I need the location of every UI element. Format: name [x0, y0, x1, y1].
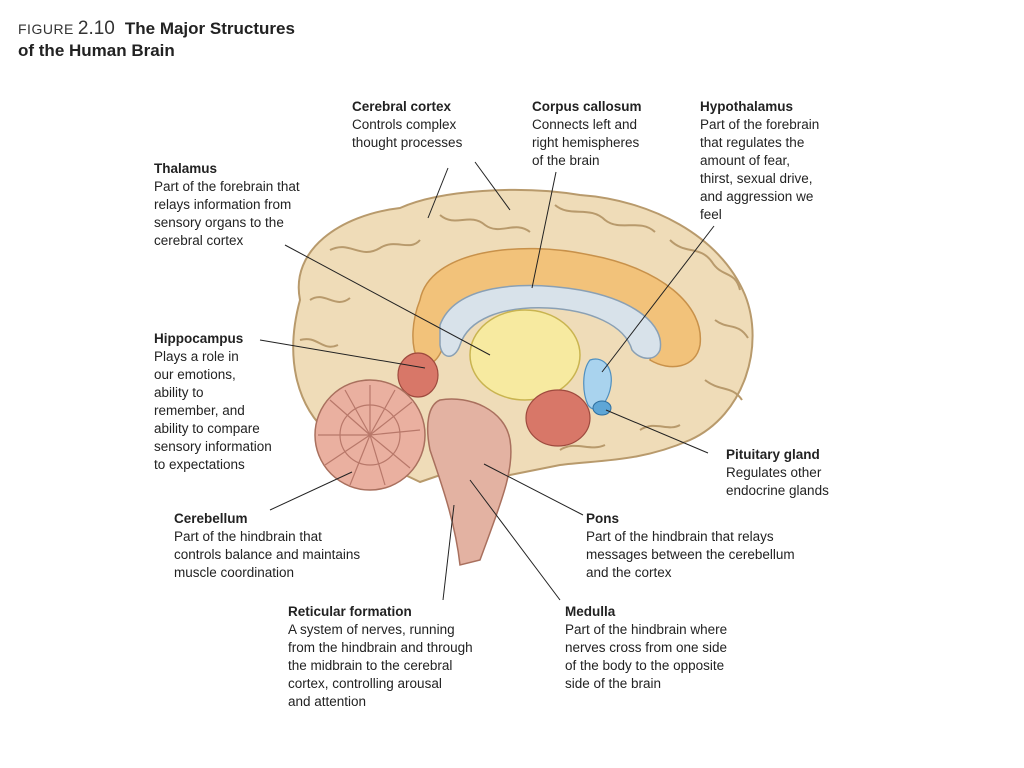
label-title: Pons [586, 511, 620, 526]
cortex-folds [299, 204, 749, 451]
figure-label: FIGURE [18, 21, 74, 37]
label-title: Cerebral cortex [352, 99, 452, 114]
label-cerebral-cortex: Cerebral cortex Controls complex thought… [352, 98, 462, 152]
label-title: Hippocampus [154, 331, 244, 346]
label-cerebellum: Cerebellum Part of the hindbrain that co… [174, 510, 360, 582]
label-desc: A system of nerves, running from the hin… [288, 622, 473, 709]
leader-lines [259, 161, 715, 601]
label-desc: Connects left and right hemispheres of t… [532, 117, 640, 168]
label-pons: Pons Part of the hindbrain that relays m… [586, 510, 795, 582]
label-title: Thalamus [154, 161, 218, 176]
label-pituitary-gland: Pituitary gland Regulates other endocrin… [726, 446, 829, 500]
label-desc: Controls complex thought processes [352, 117, 463, 150]
label-title: Reticular formation [288, 604, 412, 619]
label-desc: Part of the hindbrain where nerves cross… [565, 622, 728, 691]
label-desc: Regulates other endocrine glands [726, 465, 829, 498]
brainstem-shape [427, 398, 512, 566]
label-corpus-callosum: Corpus callosum Connects left and right … [532, 98, 642, 170]
label-reticular-formation: Reticular formation A system of nerves, … [288, 603, 473, 711]
amygdala-shape [525, 389, 591, 447]
thalamus-shape [469, 309, 581, 401]
figure-number: 2.10 [77, 18, 115, 39]
label-title: Pituitary gland [726, 447, 820, 462]
label-medulla: Medulla Part of the hindbrain where nerv… [565, 603, 727, 693]
label-desc: Part of the hindbrain that relays messag… [586, 529, 795, 580]
label-title: Corpus callosum [532, 99, 642, 114]
label-desc: Plays a role in our emotions, ability to… [154, 349, 272, 472]
corpus-callosum-shape [439, 284, 662, 359]
cerebellum-folds [318, 385, 421, 486]
label-desc: Part of the forebrain that regulates the… [700, 117, 820, 222]
figure-title-line1: The Major Structures [124, 19, 295, 38]
label-title: Medulla [565, 604, 616, 619]
label-title: Cerebellum [174, 511, 248, 526]
figure-title-line2: of the Human Brain [18, 41, 175, 60]
label-desc: Part of the hindbrain that controls bala… [174, 529, 361, 580]
label-desc: Part of the forebrain that relays inform… [154, 179, 300, 248]
label-thalamus: Thalamus Part of the forebrain that rela… [154, 160, 300, 250]
hippocampus-shape [397, 352, 439, 398]
label-title: Hypothalamus [700, 99, 794, 114]
pituitary-shape [592, 400, 612, 416]
label-hypothalamus: Hypothalamus Part of the forebrain that … [700, 98, 819, 224]
label-hippocampus: Hippocampus Plays a role in our emotions… [154, 330, 272, 474]
